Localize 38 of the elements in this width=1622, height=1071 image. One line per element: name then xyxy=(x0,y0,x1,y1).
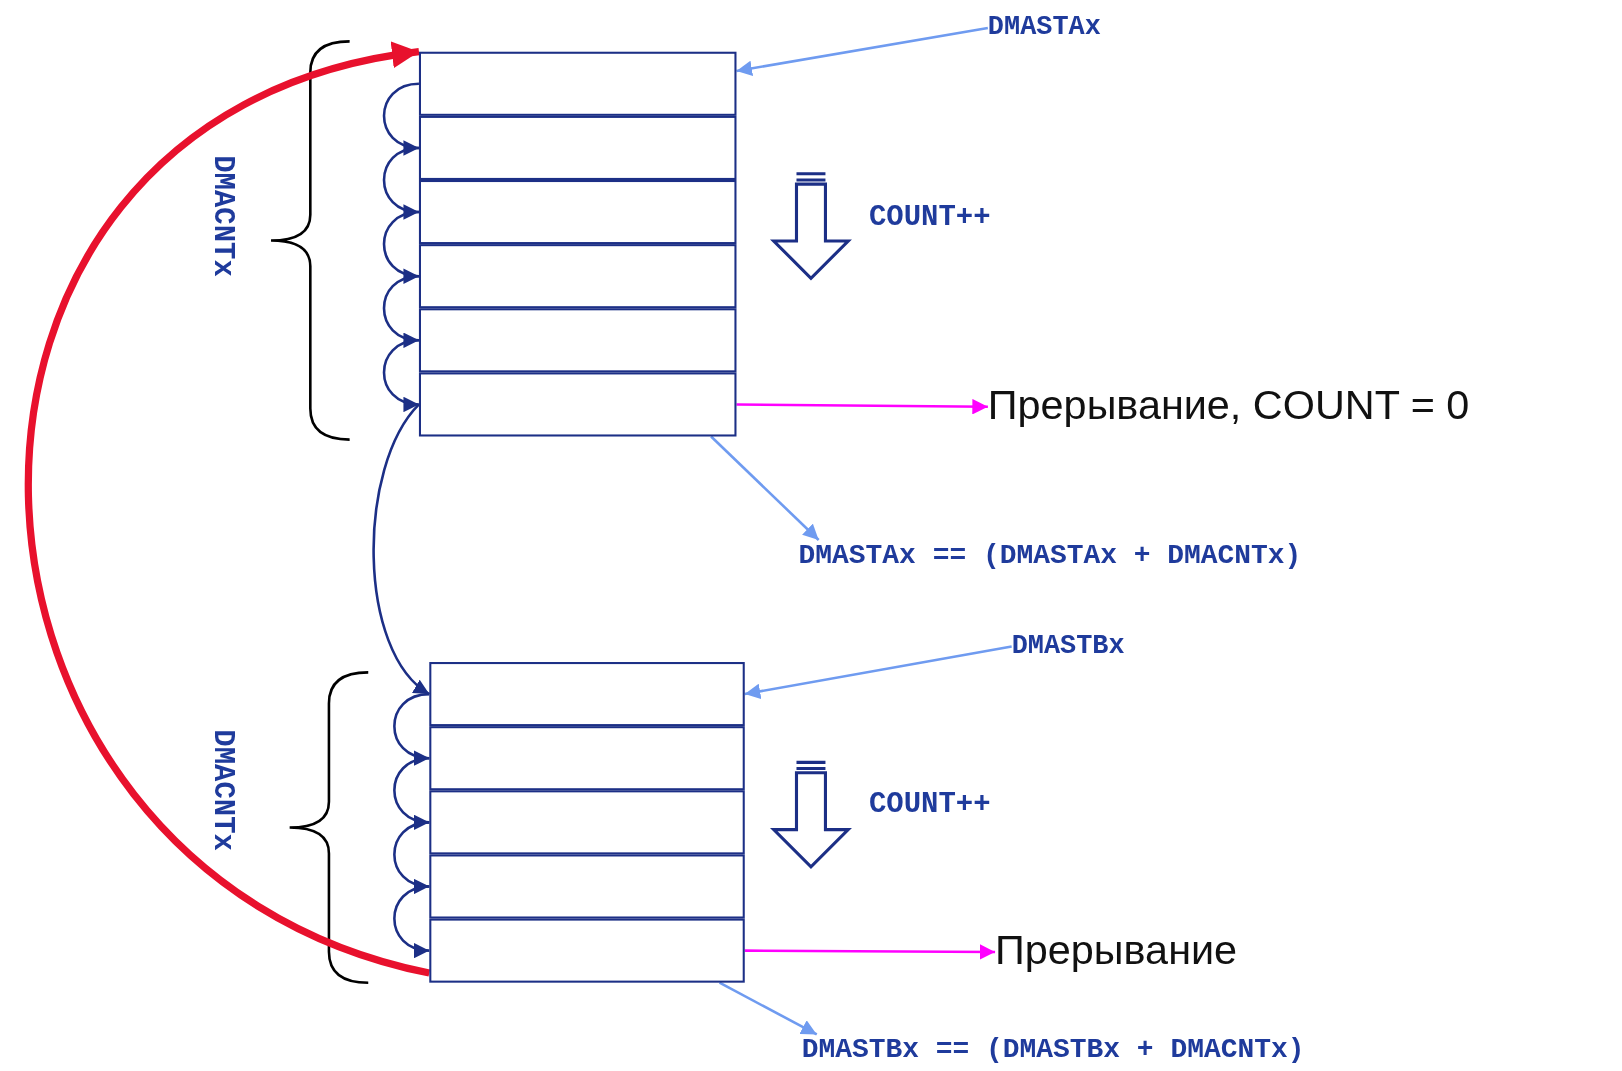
counter-label: COUNT++ xyxy=(868,201,991,234)
arrow xyxy=(382,82,420,154)
arrow xyxy=(372,403,431,696)
memory-cell xyxy=(418,308,737,373)
arrow xyxy=(382,274,420,347)
arrow xyxy=(393,821,430,893)
memory-cell xyxy=(429,726,745,791)
arrow xyxy=(393,885,430,957)
register-label: DMASTAx xyxy=(987,12,1101,44)
leader-arrow xyxy=(710,435,820,541)
counter-label: COUNT++ xyxy=(868,788,991,821)
arrow xyxy=(736,398,988,415)
bracket-label: DMACNTx xyxy=(206,155,239,277)
memory-cell xyxy=(418,372,737,437)
memory-cell xyxy=(429,854,745,919)
register-label: DMASTBx xyxy=(1011,631,1125,662)
interrupt-label: Прерывание xyxy=(995,925,1238,974)
arrow xyxy=(393,692,430,765)
memory-cell xyxy=(418,180,737,245)
arrow xyxy=(382,339,420,411)
memory-cell xyxy=(418,244,737,309)
memory-cell xyxy=(429,662,745,727)
memory-cell xyxy=(429,790,745,855)
bracket-label: DMACNTx xyxy=(206,729,239,851)
leader-arrow xyxy=(744,645,1012,699)
memory-cell xyxy=(418,115,737,180)
address-formula: DMASTBx == (DMASTBx + DMACNTx) xyxy=(801,1034,1305,1067)
leader-arrow xyxy=(718,981,818,1036)
leader-arrow xyxy=(736,26,989,76)
interrupt-label: Прерывание, COUNT = 0 xyxy=(987,380,1470,429)
arrow xyxy=(25,44,431,977)
memory-cell xyxy=(429,918,745,983)
arrow xyxy=(382,146,420,218)
memory-cell xyxy=(418,51,737,116)
arrow xyxy=(744,944,996,960)
arrow xyxy=(382,210,420,283)
address-formula: DMASTAx == (DMASTAx + DMACNTx) xyxy=(798,539,1302,573)
arrow xyxy=(393,756,430,829)
